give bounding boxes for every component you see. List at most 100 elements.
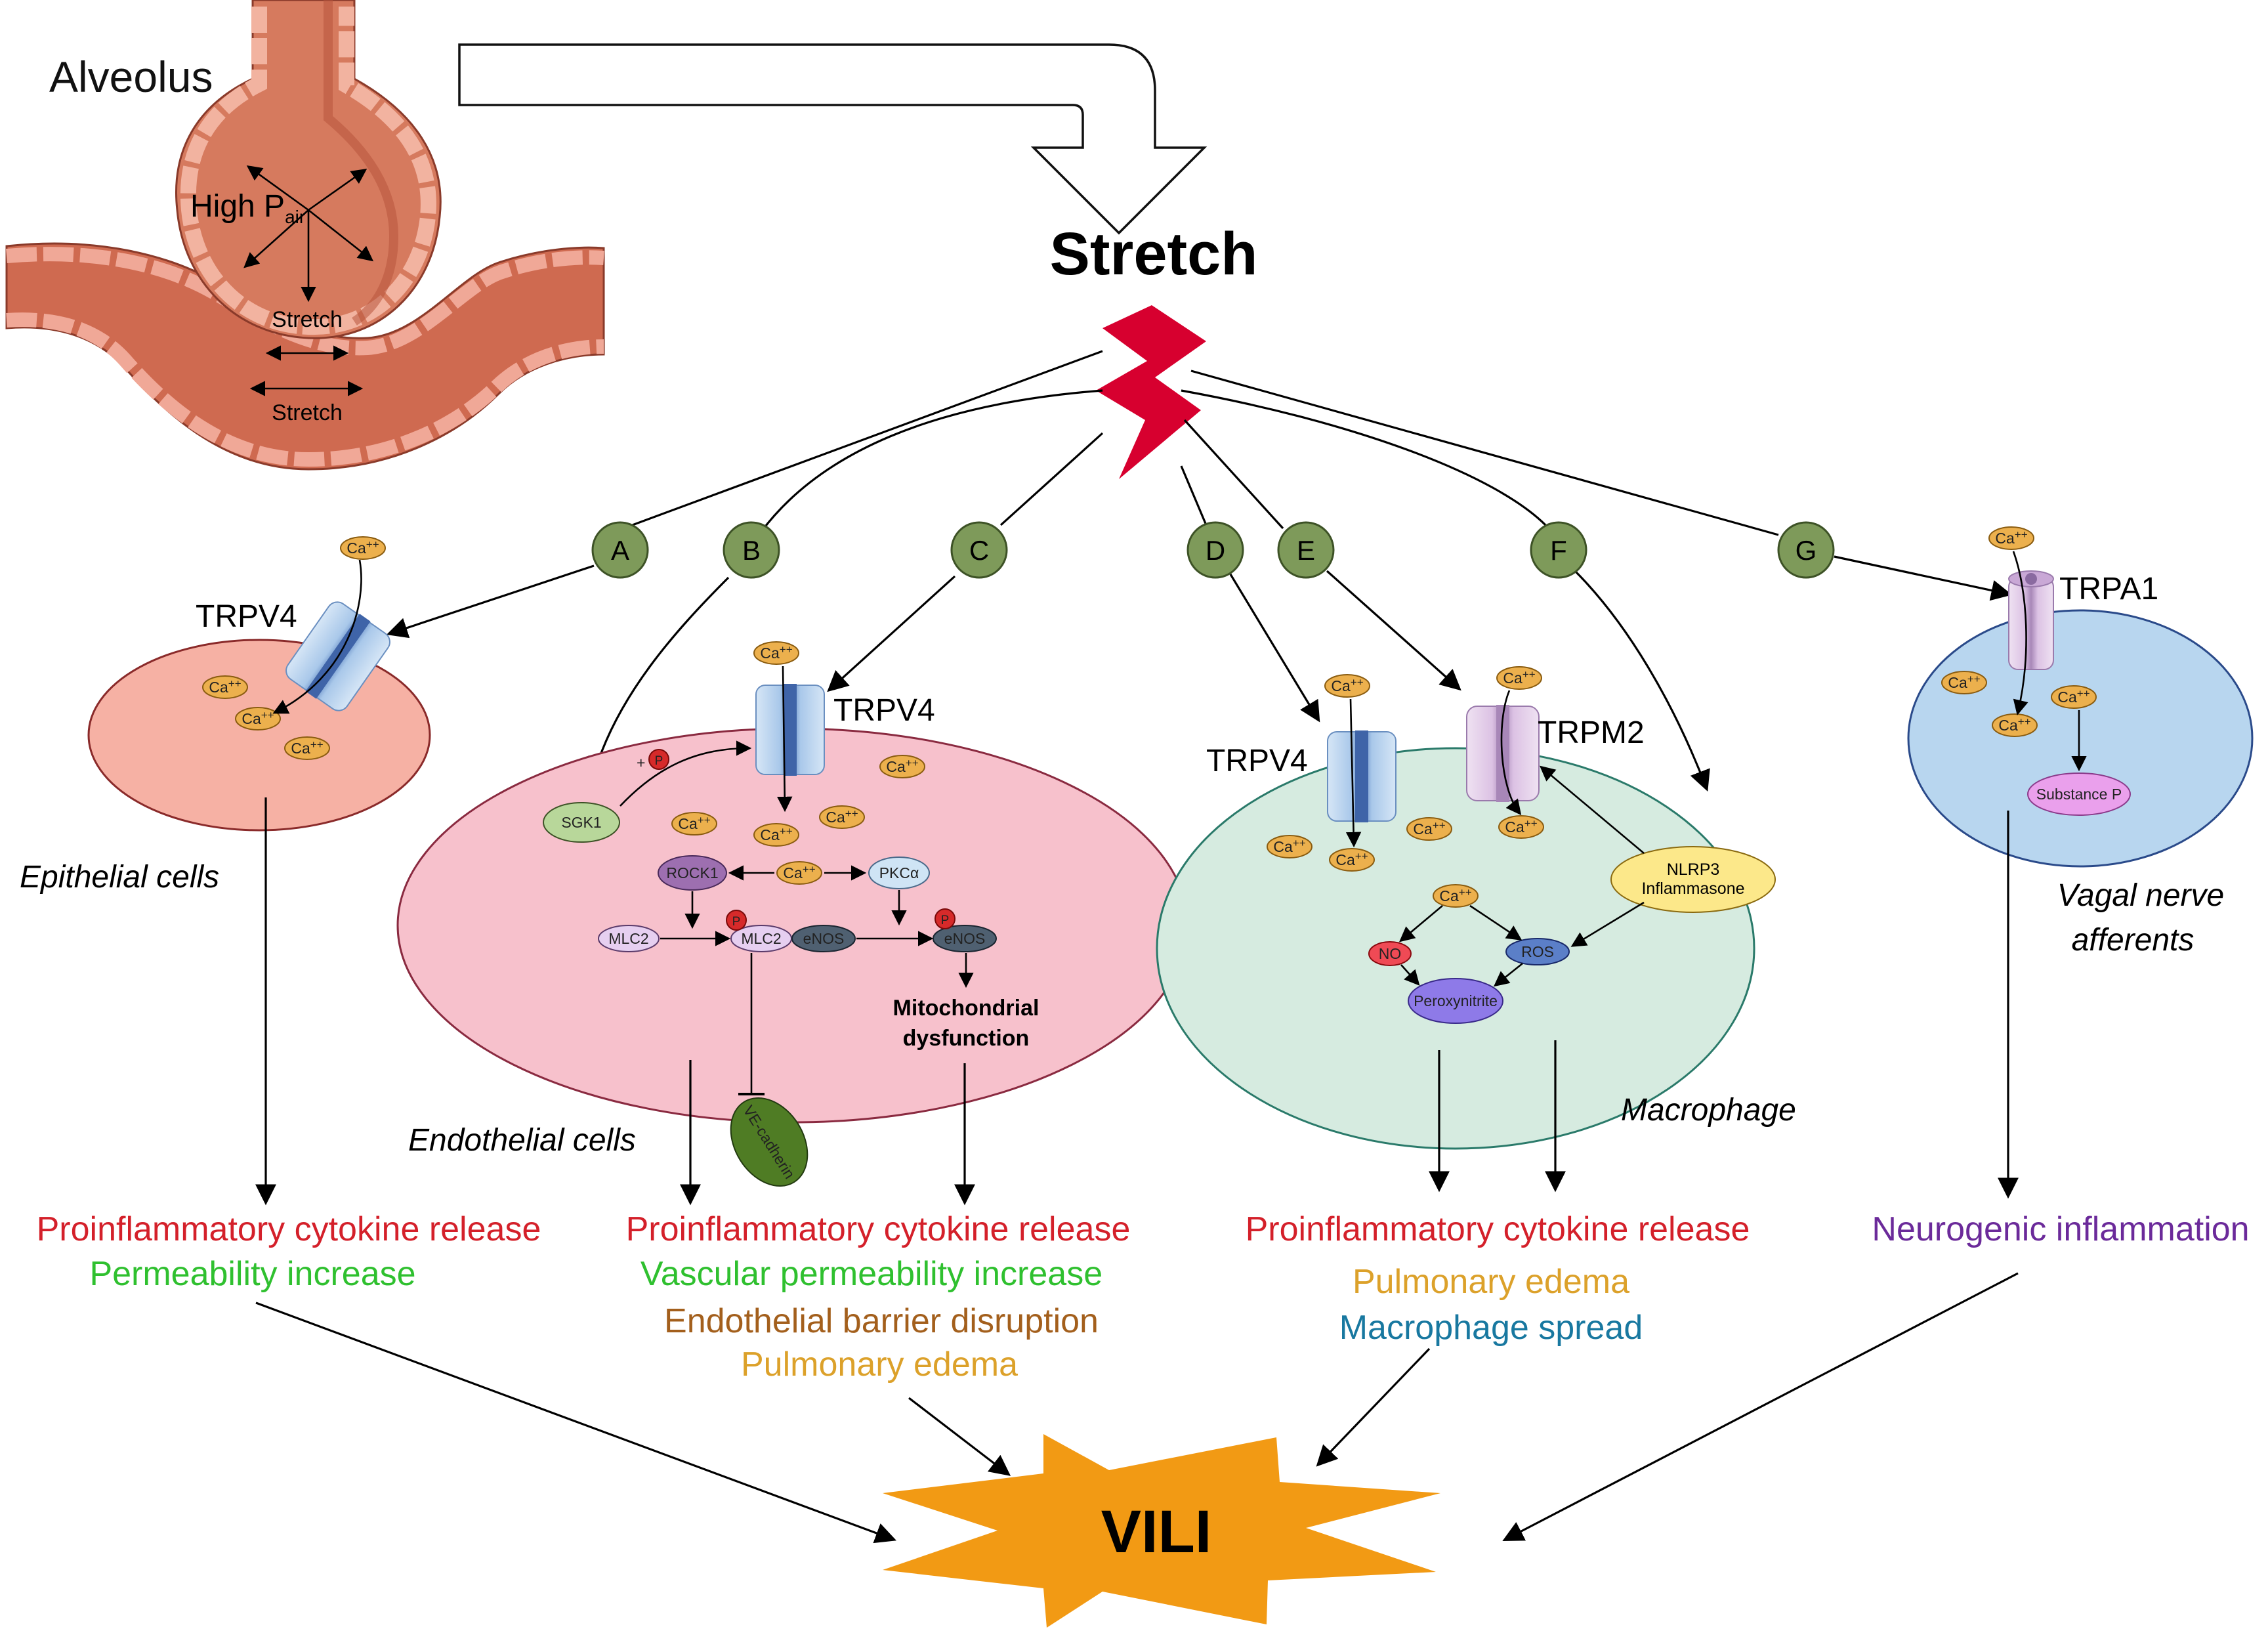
- calcium-ion-icon: Ca++: [1406, 817, 1452, 841]
- high-pressure-label: High Pair: [190, 189, 305, 227]
- effect-text: Macrophage spread: [1339, 1309, 1643, 1347]
- calcium-ion-icon: Ca++: [1941, 671, 1987, 694]
- effect-text: Proinflammatory cytokine release: [626, 1210, 1131, 1248]
- sgk1-node: SGK1: [543, 802, 620, 843]
- effect-text: Vascular permeability increase: [640, 1255, 1102, 1293]
- pathway-badge-g: G: [1777, 521, 1835, 579]
- vili-label: VILI: [1101, 1498, 1212, 1565]
- svg-text:Ca++: Ca++: [760, 825, 792, 843]
- endothelial-cell: TRPV4 Ca++ Ca++ Ca++ Ca++ Ca++ Ca++ SGK1…: [396, 641, 1189, 1206]
- pkc-node: PKCα: [868, 857, 930, 889]
- epithelial-cell: TRPV4 Ca++ Ca++ Ca++ Ca++ Epithelial cel…: [20, 536, 431, 1206]
- svg-text:Ca++: Ca++: [826, 807, 858, 826]
- calcium-ion-icon: Ca++: [202, 675, 248, 699]
- pathway-badge-a: A: [591, 521, 649, 579]
- macrophage-trpv4-label: TRPV4: [1206, 744, 1308, 778]
- ros-node: ROS: [1505, 938, 1570, 965]
- calcium-ion-icon: Ca++: [1324, 674, 1370, 698]
- svg-text:C: C: [969, 535, 989, 566]
- svg-text:Ca++: Ca++: [678, 814, 710, 832]
- calcium-ion-icon: Ca++: [2051, 685, 2097, 709]
- svg-text:Ca++: Ca++: [242, 709, 274, 727]
- calcium-ion-icon: Ca++: [1992, 713, 2038, 737]
- svg-text:Ca++: Ca++: [1331, 676, 1363, 694]
- svg-text:NLRP3: NLRP3: [1667, 860, 1720, 879]
- afferents-label: afferents: [2072, 923, 2194, 958]
- svg-text:Peroxynitrite: Peroxynitrite: [1414, 992, 1498, 1009]
- alveolus-title: Alveolus: [49, 53, 213, 101]
- capillary-stretch-label: Stretch: [272, 400, 343, 425]
- effects-endothelial: Proinflammatory cytokine release Vascula…: [626, 1210, 1131, 1384]
- svg-text:Ca++: Ca++: [1413, 819, 1445, 837]
- effect-text: Neurogenic inflammation: [1872, 1210, 2249, 1248]
- svg-text:Substance P: Substance P: [2036, 786, 2122, 803]
- trpm2-label: TRPM2: [1538, 715, 1645, 750]
- peroxynitrite-node: Peroxynitrite: [1408, 978, 1503, 1024]
- calcium-ion-icon: Ca++: [1433, 884, 1479, 908]
- enos-phosphorylated-node: eNOS P: [933, 908, 997, 952]
- svg-text:A: A: [611, 535, 629, 566]
- alveolus-stretch-label: Stretch: [272, 307, 343, 332]
- calcium-ion-icon: Ca++: [340, 536, 386, 560]
- calcium-ion-icon: Ca++: [235, 707, 281, 730]
- pathway-branches: [386, 350, 2013, 792]
- endothelial-cell-label: Endothelial cells: [408, 1123, 636, 1158]
- svg-text:G: G: [1796, 535, 1817, 566]
- calcium-ion-icon: Ca++: [1329, 848, 1375, 872]
- pathway-badge-e: E: [1277, 521, 1335, 579]
- svg-text:Ca++: Ca++: [291, 738, 323, 757]
- svg-text:Ca++: Ca++: [1273, 837, 1305, 855]
- calcium-ion-icon: Ca++: [1988, 526, 2034, 550]
- svg-text:Ca++: Ca++: [783, 863, 815, 881]
- trpa1-label: TRPA1: [2059, 572, 2158, 606]
- svg-text:E: E: [1297, 535, 1315, 566]
- svg-text:ROCK1: ROCK1: [666, 864, 718, 881]
- epithelial-trpv4-label: TRPV4: [196, 599, 297, 634]
- arrows-to-vili: [255, 1272, 2019, 1544]
- phospho-icon: P: [648, 749, 669, 770]
- calcium-ion-icon: Ca++: [879, 755, 925, 778]
- macrophage-cell-label: Macrophage: [1621, 1093, 1796, 1128]
- pathway-badge-d: D: [1186, 521, 1244, 579]
- effect-text: Permeability increase: [89, 1255, 415, 1293]
- svg-text:P: P: [732, 915, 741, 929]
- svg-text:Ca++: Ca++: [346, 538, 379, 557]
- svg-text:Ca++: Ca++: [760, 643, 792, 662]
- mlc2-phosphorylated-node: MLC2 P: [726, 910, 792, 952]
- svg-text:Inflammasone: Inflammasone: [1641, 879, 1744, 898]
- endothelial-trpv4-label: TRPV4: [833, 693, 935, 728]
- svg-text:P: P: [941, 914, 950, 927]
- stretch-hollow-arrow: [458, 43, 1208, 235]
- pathway-badge-b: B: [723, 521, 780, 579]
- svg-text:eNOS: eNOS: [803, 930, 845, 947]
- svg-text:eNOS: eNOS: [944, 930, 986, 947]
- svg-text:MLC2: MLC2: [741, 930, 781, 947]
- effect-text: Pulmonary edema: [741, 1345, 1018, 1384]
- trpa1-channel-icon: [2008, 570, 2054, 670]
- svg-text:F: F: [1550, 535, 1567, 566]
- calcium-ion-icon: Ca++: [819, 805, 865, 829]
- calcium-ion-icon: Ca++: [753, 823, 799, 847]
- svg-text:D: D: [1206, 535, 1225, 566]
- calcium-ion-icon: Ca++: [1496, 666, 1542, 690]
- epithelial-cell-label: Epithelial cells: [20, 860, 219, 895]
- svg-text:NO: NO: [1379, 945, 1402, 962]
- svg-text:B: B: [742, 535, 761, 566]
- effects-macrophage: Proinflammatory cytokine release Pulmona…: [1246, 1210, 1750, 1347]
- stretch-title: Stretch: [1050, 221, 1258, 287]
- svg-text:Ca++: Ca++: [209, 677, 241, 696]
- svg-text:MLC2: MLC2: [608, 930, 648, 947]
- vili-starburst-icon: [883, 1434, 1440, 1628]
- svg-text:P: P: [655, 754, 663, 768]
- vili-outcome: VILI: [883, 1434, 1440, 1628]
- svg-text:Ca++: Ca++: [1503, 668, 1535, 687]
- svg-text:PKCα: PKCα: [879, 864, 919, 881]
- svg-text:Ca++: Ca++: [1995, 528, 2027, 547]
- macrophage-trpv4-channel-icon: [1327, 730, 1396, 822]
- calcium-ion-icon: Ca++: [671, 812, 717, 836]
- vagal-nerve-cell: TRPA1 Ca++ Ca++ Ca++ Ca++ Substance P Va…: [1907, 526, 2254, 1199]
- effects-vagal: Neurogenic inflammation: [1872, 1210, 2249, 1248]
- svg-text:Ca++: Ca++: [1998, 715, 2030, 734]
- calcium-ion-icon: Ca++: [753, 641, 799, 665]
